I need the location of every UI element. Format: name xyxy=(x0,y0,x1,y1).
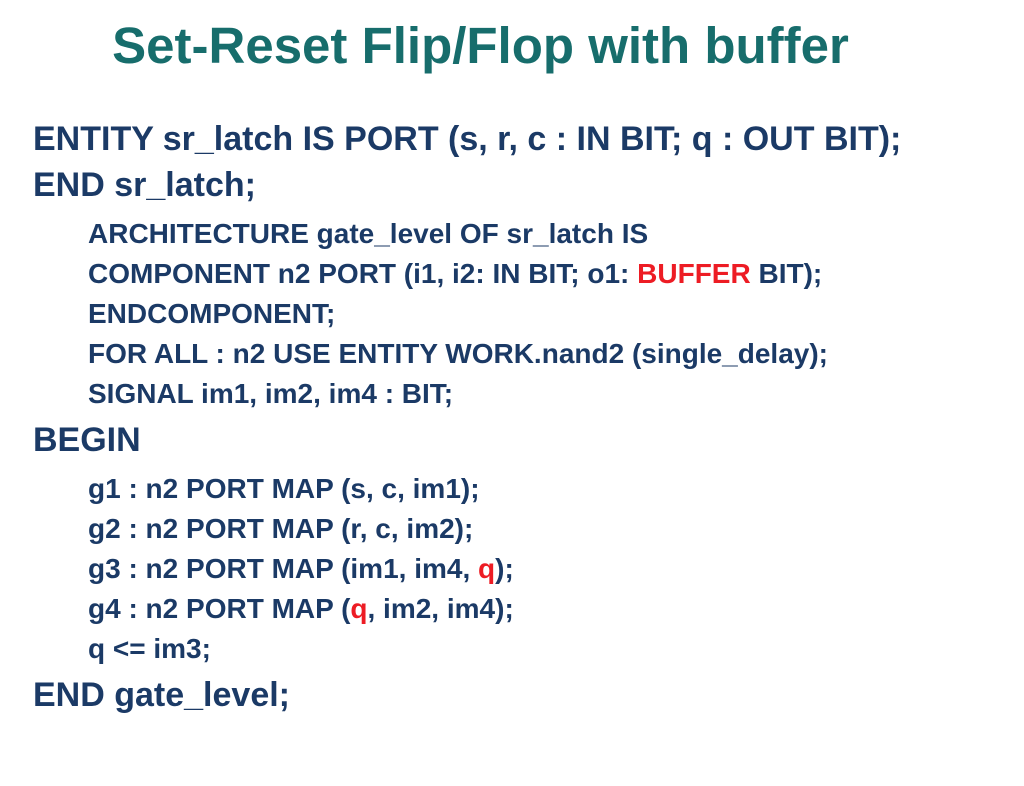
code-segment: g1 : n2 PORT MAP (s, c, im1); xyxy=(88,473,480,505)
code-line: g3 : n2 PORT MAP (im1, im4, q); xyxy=(88,549,1024,589)
code-block: ENTITY sr_latch IS PORT (s, r, c : IN BI… xyxy=(0,116,1024,718)
code-line: g1 : n2 PORT MAP (s, c, im1); xyxy=(88,469,1024,509)
code-segment: END gate_level; xyxy=(33,676,290,715)
code-segment-highlight: q xyxy=(350,593,368,625)
code-line: FOR ALL : n2 USE ENTITY WORK.nand2 (sing… xyxy=(88,334,1024,374)
code-line: SIGNAL im1, im2, im4 : BIT; xyxy=(88,374,1024,414)
code-segment: q <= im3; xyxy=(88,633,211,665)
code-segment-highlight: q xyxy=(478,553,496,585)
code-segment: END sr_latch; xyxy=(33,166,256,205)
code-segment: g2 : n2 PORT MAP (r, c, im2); xyxy=(88,513,474,545)
code-segment: BEGIN xyxy=(33,421,141,460)
code-segment-highlight: BUFFER xyxy=(637,258,751,290)
code-line: END sr_latch; xyxy=(33,162,1024,208)
code-segment: FOR ALL : n2 USE ENTITY WORK.nand2 (sing… xyxy=(88,338,829,370)
code-segment: COMPONENT n2 PORT (i1, i2: IN BIT; o1: xyxy=(88,258,638,290)
code-line: g4 : n2 PORT MAP (q, im2, im4); xyxy=(88,589,1024,629)
code-line: q <= im3; xyxy=(88,629,1024,669)
code-segment: g3 : n2 PORT MAP (im1, im4, xyxy=(88,553,479,585)
code-line: ARCHITECTURE gate_level OF sr_latch IS xyxy=(88,214,1024,254)
code-line: g2 : n2 PORT MAP (r, c, im2); xyxy=(88,509,1024,549)
code-line: ENTITY sr_latch IS PORT (s, r, c : IN BI… xyxy=(33,116,1024,162)
code-line: END gate_level; xyxy=(33,672,1024,718)
code-segment: ARCHITECTURE gate_level OF sr_latch IS xyxy=(88,218,649,250)
code-segment: BIT); xyxy=(750,258,823,290)
code-line: BEGIN xyxy=(33,417,1024,463)
code-segment: ENDCOMPONENT; xyxy=(88,298,336,330)
code-segment: g4 : n2 PORT MAP ( xyxy=(88,593,351,625)
code-segment: SIGNAL im1, im2, im4 : BIT; xyxy=(88,378,454,410)
code-line: ENDCOMPONENT; xyxy=(88,294,1024,334)
code-segment: ); xyxy=(495,553,514,585)
slide-title: Set-Reset Flip/Flop with buffer xyxy=(112,17,849,74)
slide: Set-Reset Flip/Flop with buffer ENTITY s… xyxy=(0,17,1024,786)
code-segment: ENTITY sr_latch IS PORT (s, r, c : IN BI… xyxy=(33,120,902,159)
code-line: COMPONENT n2 PORT (i1, i2: IN BIT; o1: B… xyxy=(88,254,1024,294)
code-segment: , im2, im4); xyxy=(367,593,514,625)
